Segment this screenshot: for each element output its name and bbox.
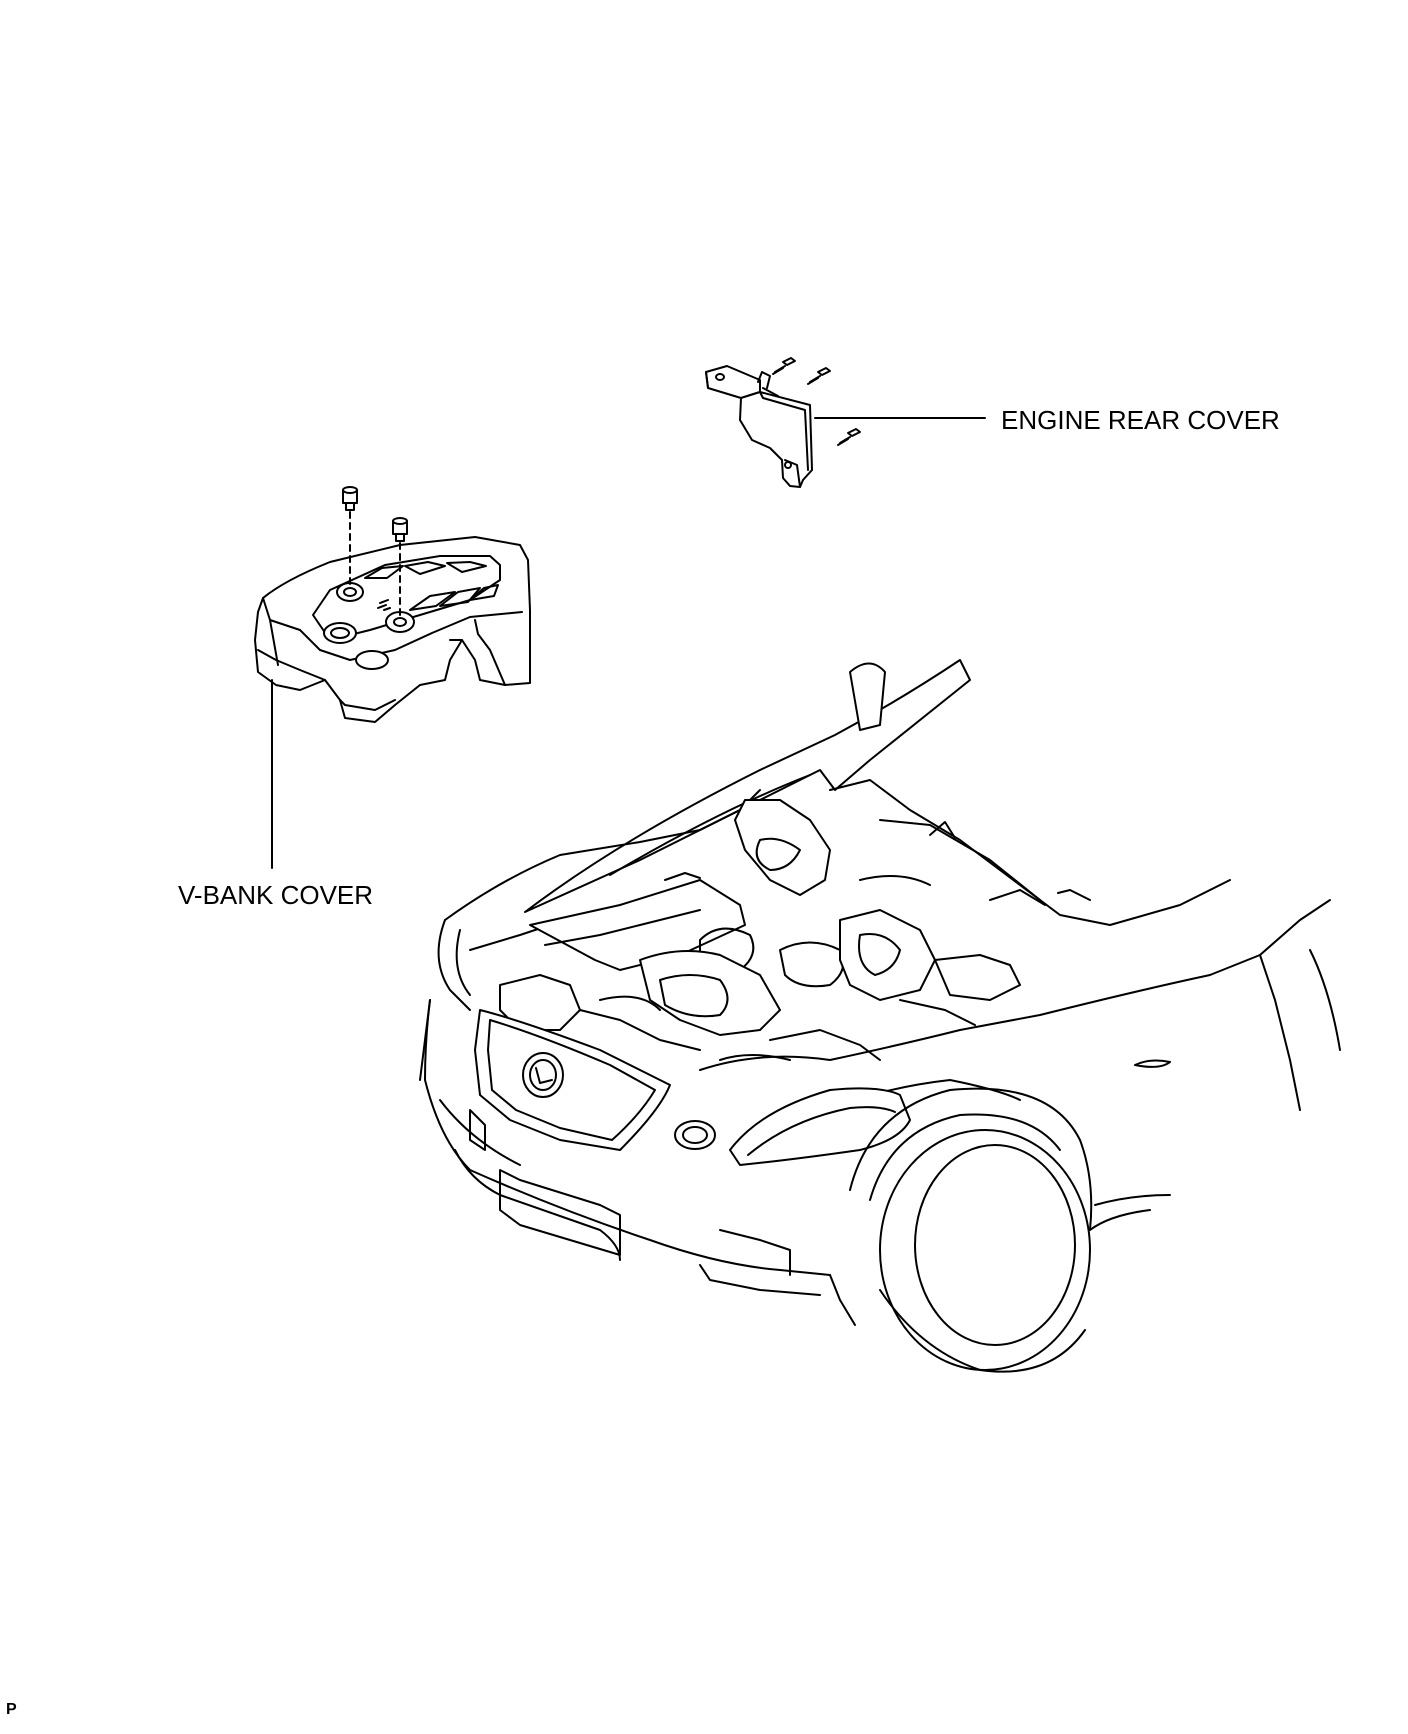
bolt-3 xyxy=(838,429,860,445)
rear-cover-bolts xyxy=(773,358,860,445)
corner-code: P xyxy=(6,1701,17,1718)
vbank-bolt-1 xyxy=(343,487,357,586)
bolt-1 xyxy=(773,358,795,374)
bolt-2 xyxy=(808,368,830,384)
car-illustration xyxy=(420,660,1340,1372)
engine-rear-cover-part xyxy=(706,366,812,487)
vbank-bolt-2 xyxy=(393,518,407,615)
v-bank-cover-bolts xyxy=(343,487,407,615)
engine-rear-cover-label: ENGINE REAR COVER xyxy=(1001,405,1280,435)
v-bank-cover-label: V-BANK COVER xyxy=(178,880,374,910)
v-bank-cover-part xyxy=(255,537,530,722)
